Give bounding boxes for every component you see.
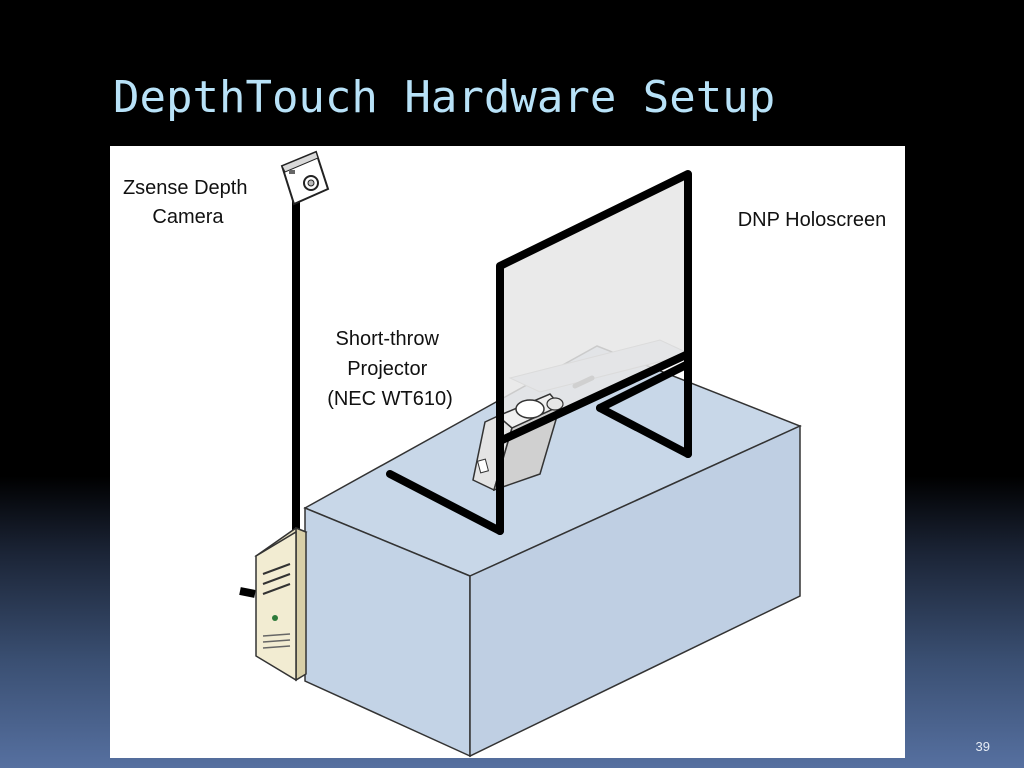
- holoscreen-label-text: DNP Holoscreen: [738, 209, 887, 231]
- projector-label-line2: Projector: [347, 358, 427, 380]
- holoscreen-label: DNP Holoscreen: [738, 209, 887, 231]
- holoscreen-frame: [386, 170, 692, 535]
- table-right-face: [469, 424, 801, 758]
- page-number: 39: [975, 739, 990, 754]
- hardware-setup-diagram: Zsense Depth Camera DNP Holoscreen Short…: [110, 146, 905, 758]
- projector-label: Short-throw Projector (NEC WT610): [327, 328, 453, 410]
- camera-icon: [280, 150, 330, 206]
- projector-label-line3: (NEC WT610): [327, 388, 453, 410]
- projector-label-line1: Short-throw: [336, 328, 440, 350]
- camera-label-line2: Camera: [152, 206, 224, 228]
- pc-tower-icon: [254, 526, 308, 682]
- table: [303, 345, 802, 758]
- slide-title: DepthTouch Hardware Setup: [113, 72, 776, 123]
- camera-label: Zsense Depth Camera: [123, 177, 253, 228]
- camera-label-line1: Zsense Depth: [123, 177, 248, 199]
